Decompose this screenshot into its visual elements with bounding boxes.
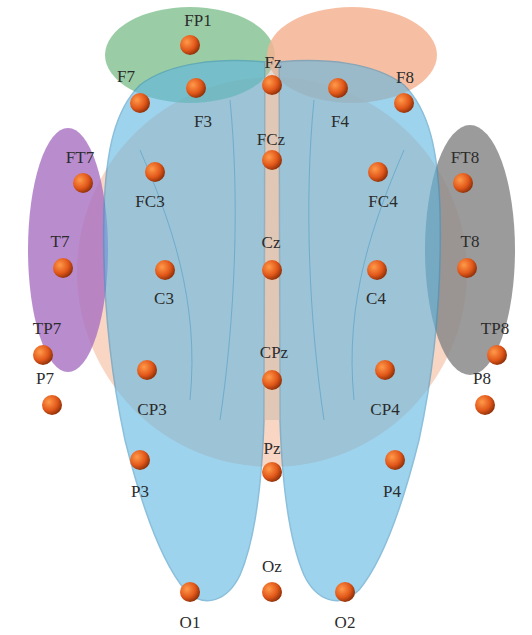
electrode-label: FC3	[135, 193, 164, 210]
electrode-label: C3	[154, 290, 174, 307]
left-hemisphere	[104, 61, 265, 601]
electrode-dot	[130, 450, 150, 470]
electrode-label: F8	[396, 69, 414, 86]
temporal-left-region	[28, 128, 108, 372]
electrode-dot	[385, 450, 405, 470]
electrode-dot	[262, 370, 282, 390]
electrode-label: F4	[331, 113, 349, 130]
electrode-dot	[53, 258, 73, 278]
electrode-dot	[262, 582, 282, 602]
electrode-label: CPz	[260, 344, 288, 361]
electrode-label: FCz	[257, 131, 285, 148]
electrode-label: T7	[51, 233, 70, 250]
electrode-label: CP4	[370, 401, 399, 418]
electrode-dot	[328, 78, 348, 98]
electrode-dot	[137, 360, 157, 380]
electrode-dot	[262, 75, 282, 95]
electrode-label: T8	[461, 233, 480, 250]
electrode-label: O2	[335, 614, 356, 631]
electrode-label: FP1	[184, 12, 211, 29]
electrode-label: TP8	[481, 320, 509, 337]
electrode-label: FC4	[368, 193, 397, 210]
electrode-dot	[145, 162, 165, 182]
electrode-dot	[33, 345, 53, 365]
electrode-dot	[262, 462, 282, 482]
electrode-dots	[33, 35, 507, 602]
electrode-dot	[155, 260, 175, 280]
electrode-dot	[73, 173, 93, 193]
electrode-label: CP3	[137, 401, 166, 418]
electrode-dot	[42, 395, 62, 415]
electrode-label: C4	[366, 290, 386, 307]
electrode-label: F3	[194, 113, 212, 130]
electrode-dot	[394, 93, 414, 113]
electrode-label: P4	[383, 483, 401, 500]
electrode-label: O1	[180, 614, 201, 631]
electrode-label: FT7	[66, 149, 94, 166]
electrode-label: P8	[473, 370, 491, 387]
sulci	[140, 100, 404, 420]
electrode-label: Oz	[262, 558, 282, 575]
electrode-dot	[130, 93, 150, 113]
electrode-label: TP7	[33, 320, 61, 337]
electrode-dot	[375, 360, 395, 380]
electrode-label: P3	[131, 483, 149, 500]
electrode-dot	[367, 260, 387, 280]
electrode-label: Pz	[264, 440, 281, 457]
electrode-label: FT8	[451, 149, 479, 166]
electrode-dot	[368, 162, 388, 182]
electrode-dot	[487, 345, 507, 365]
electrode-label: Fz	[265, 54, 282, 71]
electrode-label: F7	[117, 68, 135, 85]
electrode-dot	[335, 582, 355, 602]
electrode-dot	[262, 260, 282, 280]
electrode-dot	[475, 395, 495, 415]
electrode-dot	[186, 78, 206, 98]
electrode-dot	[180, 35, 200, 55]
electrode-dot	[262, 150, 282, 170]
electrode-dot	[180, 582, 200, 602]
electrode-label: P7	[36, 370, 54, 387]
right-hemisphere	[279, 61, 440, 601]
electrode-label: Cz	[262, 234, 281, 251]
electrode-dot	[457, 258, 477, 278]
electrode-dot	[453, 173, 473, 193]
